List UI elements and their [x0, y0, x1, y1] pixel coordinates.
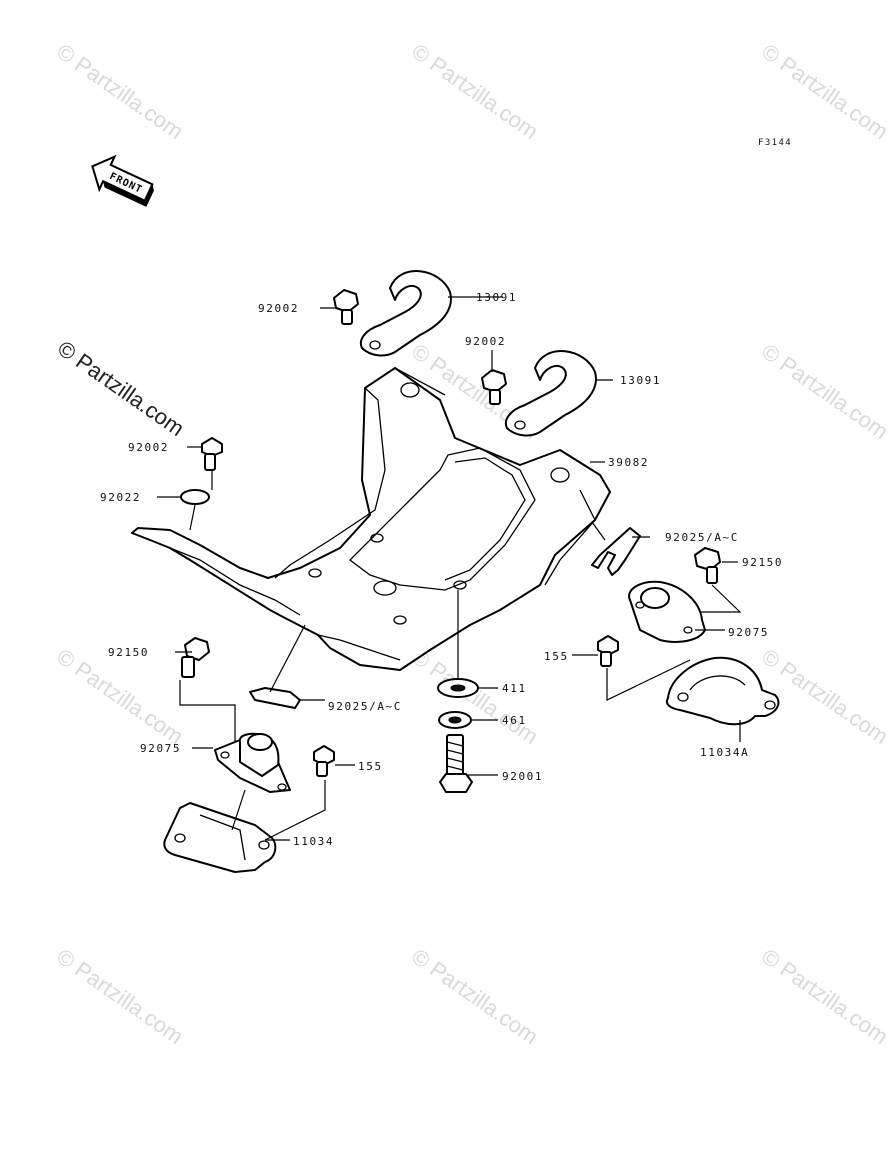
bolt-92002-upper [333, 289, 359, 325]
label-13091: 13091 [476, 291, 517, 304]
watermark: © Partzilla.com [52, 39, 188, 145]
label-92001: 92001 [502, 770, 543, 783]
shim-92025-left [249, 687, 301, 709]
label-92150: 92150 [108, 646, 149, 659]
engine-mount-bracket [131, 367, 611, 671]
label-13091: 13091 [620, 374, 661, 387]
watermark: © Partzilla.com [407, 644, 543, 750]
washer-411 [437, 678, 479, 698]
label-155: 155 [544, 650, 569, 663]
pipe-clamp-2 [505, 350, 597, 437]
figure-code: F3144 [758, 138, 792, 148]
watermark: © Partzilla.com [52, 944, 188, 1050]
label-92150: 92150 [742, 556, 783, 569]
watermark-dark: © Partzilla.com [53, 336, 189, 442]
bolt-92150-right [694, 547, 721, 584]
label-411: 411 [502, 682, 527, 695]
rubber-mount-92075-left [214, 732, 291, 793]
bolt-92150-left [181, 637, 210, 678]
pipe-clamp-1 [360, 270, 452, 357]
front-arrow-icon: FRONT [91, 154, 154, 207]
label-92025: 92025/A~C [665, 531, 739, 544]
label-155: 155 [358, 760, 383, 773]
bolt-92001 [439, 734, 473, 793]
part-labels: 13091 92002 92002 13091 39082 92002 9202… [100, 291, 783, 848]
label-461: 461 [502, 714, 527, 727]
mount-bracket-11034A [665, 656, 780, 726]
label-92075: 92075 [728, 626, 769, 639]
watermark: © Partzilla.com [757, 339, 893, 445]
rubber-mount-92075-right [628, 580, 706, 643]
label-92022: 92022 [100, 491, 141, 504]
label-11034A: 11034A [700, 746, 749, 759]
label-92025: 92025/A~C [328, 700, 402, 713]
leader-lines [157, 296, 742, 841]
watermark: © Partzilla.com [757, 644, 893, 750]
mount-bracket-11034 [163, 802, 277, 873]
label-92075: 92075 [140, 742, 181, 755]
shim-92025-right [591, 527, 641, 576]
watermark: © Partzilla.com [757, 39, 893, 145]
watermark: © Partzilla.com [407, 944, 543, 1050]
label-39082: 39082 [608, 456, 649, 469]
watermark: © Partzilla.com [757, 944, 893, 1050]
bolt-155-left [313, 745, 335, 777]
label-92002: 92002 [128, 441, 169, 454]
bolt-92002-left [201, 437, 223, 471]
washer-92022 [180, 489, 210, 505]
label-92002: 92002 [258, 302, 299, 315]
watermark: © Partzilla.com [52, 644, 188, 750]
watermark: © Partzilla.com [407, 39, 543, 145]
label-11034: 11034 [293, 835, 334, 848]
lock-washer-461 [438, 711, 472, 729]
bolt-155-right [597, 635, 619, 667]
label-92002: 92002 [465, 335, 506, 348]
